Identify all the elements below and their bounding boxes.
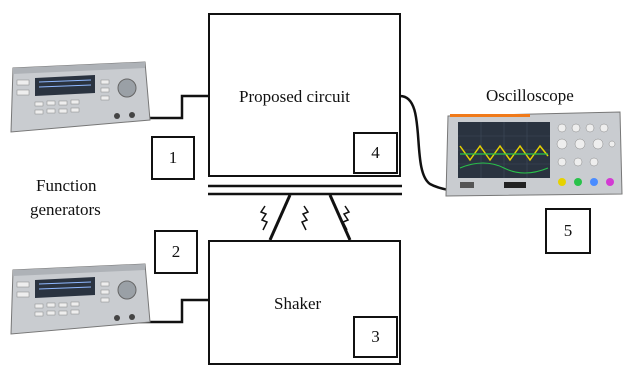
vibration-mark-left <box>261 206 267 230</box>
marker-5: 5 <box>545 208 591 254</box>
shaker-label: Shaker <box>274 294 321 314</box>
function-generator-2 <box>5 262 152 336</box>
marker-3: 3 <box>353 316 398 358</box>
oscilloscope-device <box>444 110 624 200</box>
proposed-circuit-label: Proposed circuit <box>239 87 350 107</box>
function-generator-1 <box>5 60 152 134</box>
marker-2: 2 <box>154 230 198 274</box>
vibration-mark-center <box>302 206 308 230</box>
function-generators-label-line1: Function <box>36 176 96 196</box>
stand-leg-left <box>270 195 290 240</box>
marker-4: 4 <box>353 132 398 174</box>
marker-1: 1 <box>151 136 195 180</box>
function-generators-label-line2: generators <box>30 200 101 220</box>
oscilloscope-label: Oscilloscope <box>486 86 574 106</box>
